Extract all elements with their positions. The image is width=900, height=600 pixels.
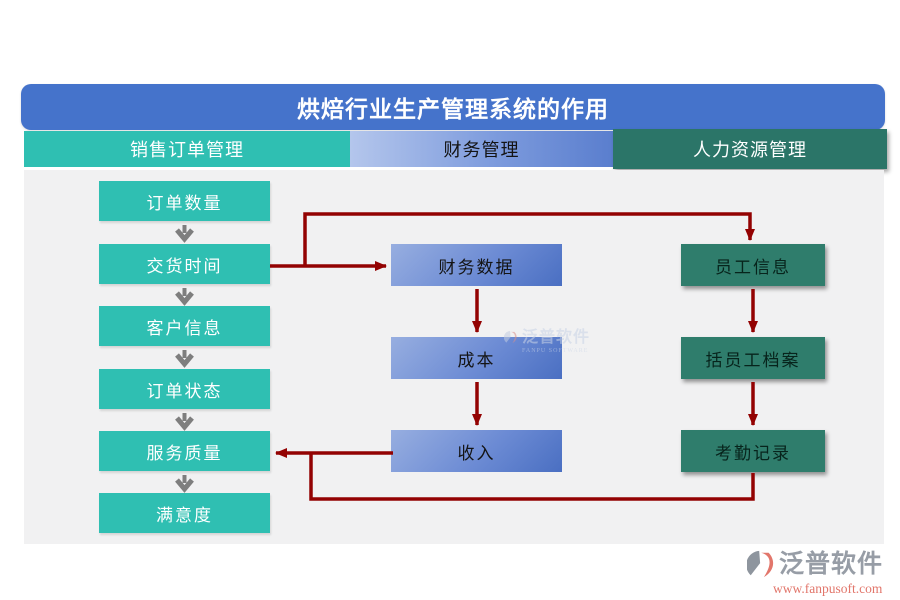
brand-logo-icon [747, 550, 774, 578]
node-employee-files: 括员工档案 [681, 337, 825, 379]
node-service-quality: 服务质量 [99, 431, 270, 471]
node-satisfaction: 满意度 [99, 493, 270, 533]
node-order-status: 订单状态 [99, 369, 270, 409]
node-income: 收入 [391, 430, 562, 472]
page-title: 烘焙行业生产管理系统的作用 [21, 84, 885, 130]
node-financial-data: 财务数据 [391, 244, 562, 286]
brand-footer: 泛普软件 www.fanpusoft.com [747, 548, 893, 596]
node-delivery-time: 交货时间 [99, 244, 270, 284]
node-employee-info: 员工信息 [681, 244, 825, 286]
brand-url: www.fanpusoft.com [773, 581, 883, 596]
lane-header-finance-management: 财务管理 [350, 131, 613, 167]
lane-header-sales-order-management: 销售订单管理 [24, 131, 350, 167]
node-cost: 成本 [391, 337, 562, 379]
brand-name: 泛普软件 [779, 550, 884, 578]
node-order-quantity: 订单数量 [99, 181, 270, 221]
lane-header-hr-management: 人力资源管理 [613, 129, 887, 169]
node-attendance-records: 考勤记录 [681, 430, 825, 472]
node-customer-info: 客户信息 [99, 306, 270, 346]
